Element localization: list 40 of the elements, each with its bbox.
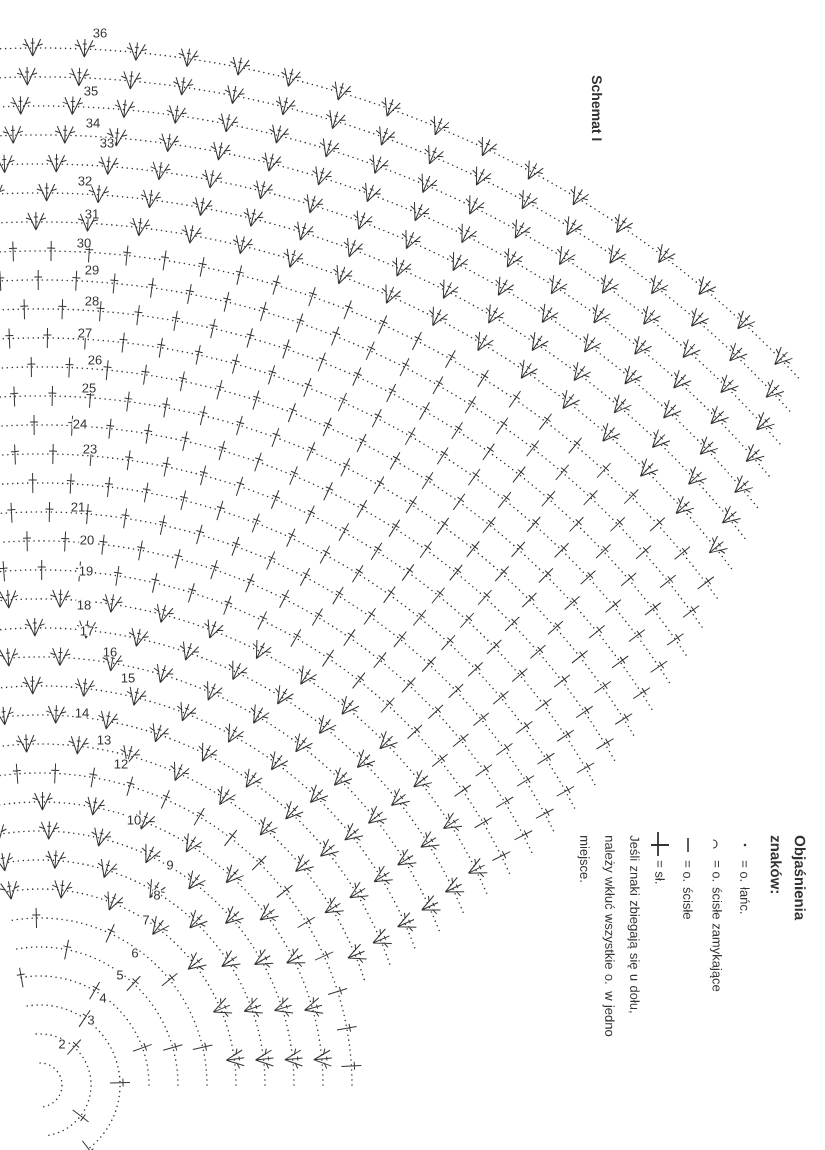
row-number: 4 [98,992,108,1004]
row-number: 21 [70,501,86,513]
legend-text: = o. łańc. [740,860,750,914]
row-number: 13 [96,734,112,746]
row-number: 23 [82,443,98,455]
row-number: 20 [79,534,95,546]
row-number: 17 [79,625,95,637]
row-number: 9 [165,859,175,871]
row-number: 10 [126,814,142,826]
legend-text: = o. ścisłe [683,860,693,919]
row-number: 5 [115,969,125,981]
row-number: 27 [77,327,93,339]
row-number: 32 [77,175,93,187]
legend-text: = o. ścisłe zamykające [709,860,723,992]
row-number: 12 [113,758,129,770]
row-number: 2 [57,1038,67,1050]
title: Schemat I [591,75,603,141]
row-number: 31 [84,208,100,220]
legend-text: = sł. [655,860,665,884]
legend-heading: Objaśnienia znaków: [770,835,806,921]
row-number: 30 [76,237,92,249]
note-text: Jeśli znaki zbiegają się u dołu, należy wkłuć wszystkie o. w jedno miejsce. [577,835,640,1037]
row-number: 19 [78,565,94,577]
row-number: 14 [74,707,90,719]
row-number: 34 [85,117,101,129]
row-number: 26 [87,354,103,366]
row-number: 28 [84,295,100,307]
row-number: 33 [99,137,115,149]
row-number: 7 [141,914,151,926]
row-number: 15 [120,672,136,684]
row-number: 18 [76,599,92,611]
row-number: 24 [72,418,88,430]
row-number: 3 [86,1014,96,1026]
row-number: 36 [92,27,108,39]
row-number: 35 [83,85,99,97]
row-number: 29 [84,264,100,276]
row-number: 16 [102,646,118,658]
row-number: 25 [81,382,97,394]
row-number: 6 [130,947,140,959]
row-number: 8 [152,889,162,901]
